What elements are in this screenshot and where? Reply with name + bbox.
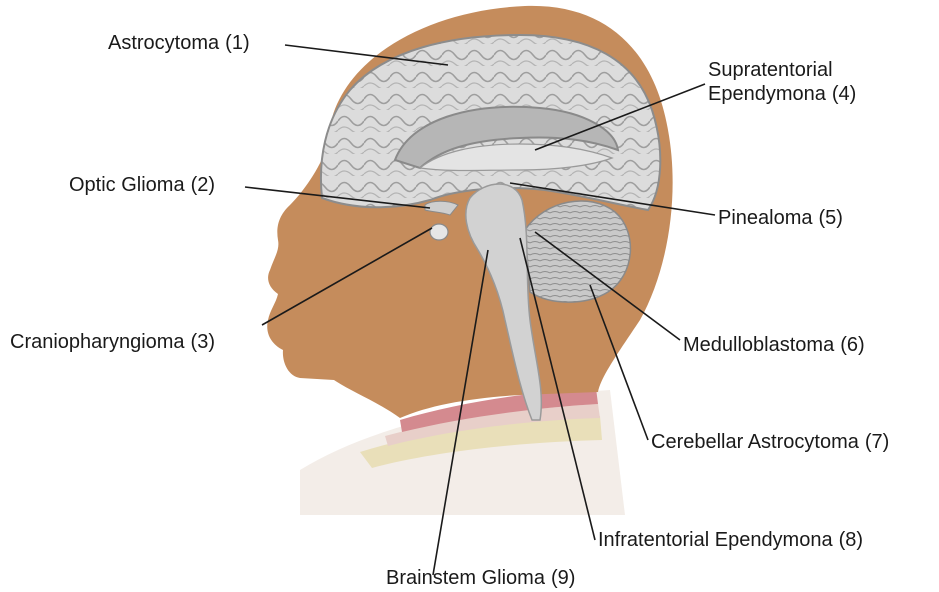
label-text-line2: Ependymona (708, 83, 826, 105)
label-craniopharyngioma: Craniopharyngioma (3) (10, 330, 215, 354)
label-number: (3) (191, 331, 215, 353)
cerebellum (525, 201, 630, 302)
label-text: Medulloblastoma (683, 334, 834, 356)
label-text: Infratentorial Ependymona (598, 529, 833, 551)
label-supratentorial-ependymona: Supratentorial Ependymona (4) (708, 58, 856, 106)
label-number: (2) (191, 174, 215, 196)
label-number: (6) (840, 334, 864, 356)
label-text: Cerebellar Astrocytoma (651, 431, 859, 453)
label-text-line1: Supratentorial (708, 58, 856, 82)
label-pinealoma: Pinealoma (5) (718, 206, 843, 230)
label-text: Pinealoma (718, 207, 813, 229)
label-number: (5) (819, 207, 843, 229)
label-number: (7) (865, 431, 889, 453)
label-medulloblastoma: Medulloblastoma (6) (683, 333, 865, 357)
label-text: Craniopharyngioma (10, 331, 185, 353)
label-optic-glioma: Optic Glioma (2) (69, 173, 215, 197)
label-number: (8) (839, 529, 863, 551)
label-text: Astrocytoma (108, 32, 219, 54)
label-number: (1) (225, 32, 249, 54)
neck-bands (300, 388, 625, 515)
pituitary (430, 224, 448, 240)
label-number: (9) (551, 567, 575, 589)
label-text: Brainstem Glioma (386, 567, 545, 589)
label-infratentorial-ependymona: Infratentorial Ependymona (8) (598, 528, 863, 552)
label-brainstem-glioma: Brainstem Glioma (9) (386, 566, 575, 590)
label-cerebellar-astrocytoma: Cerebellar Astrocytoma (7) (651, 430, 889, 454)
label-number: (4) (832, 83, 856, 105)
label-text: Optic Glioma (69, 174, 185, 196)
label-astrocytoma: Astrocytoma (1) (108, 31, 250, 55)
